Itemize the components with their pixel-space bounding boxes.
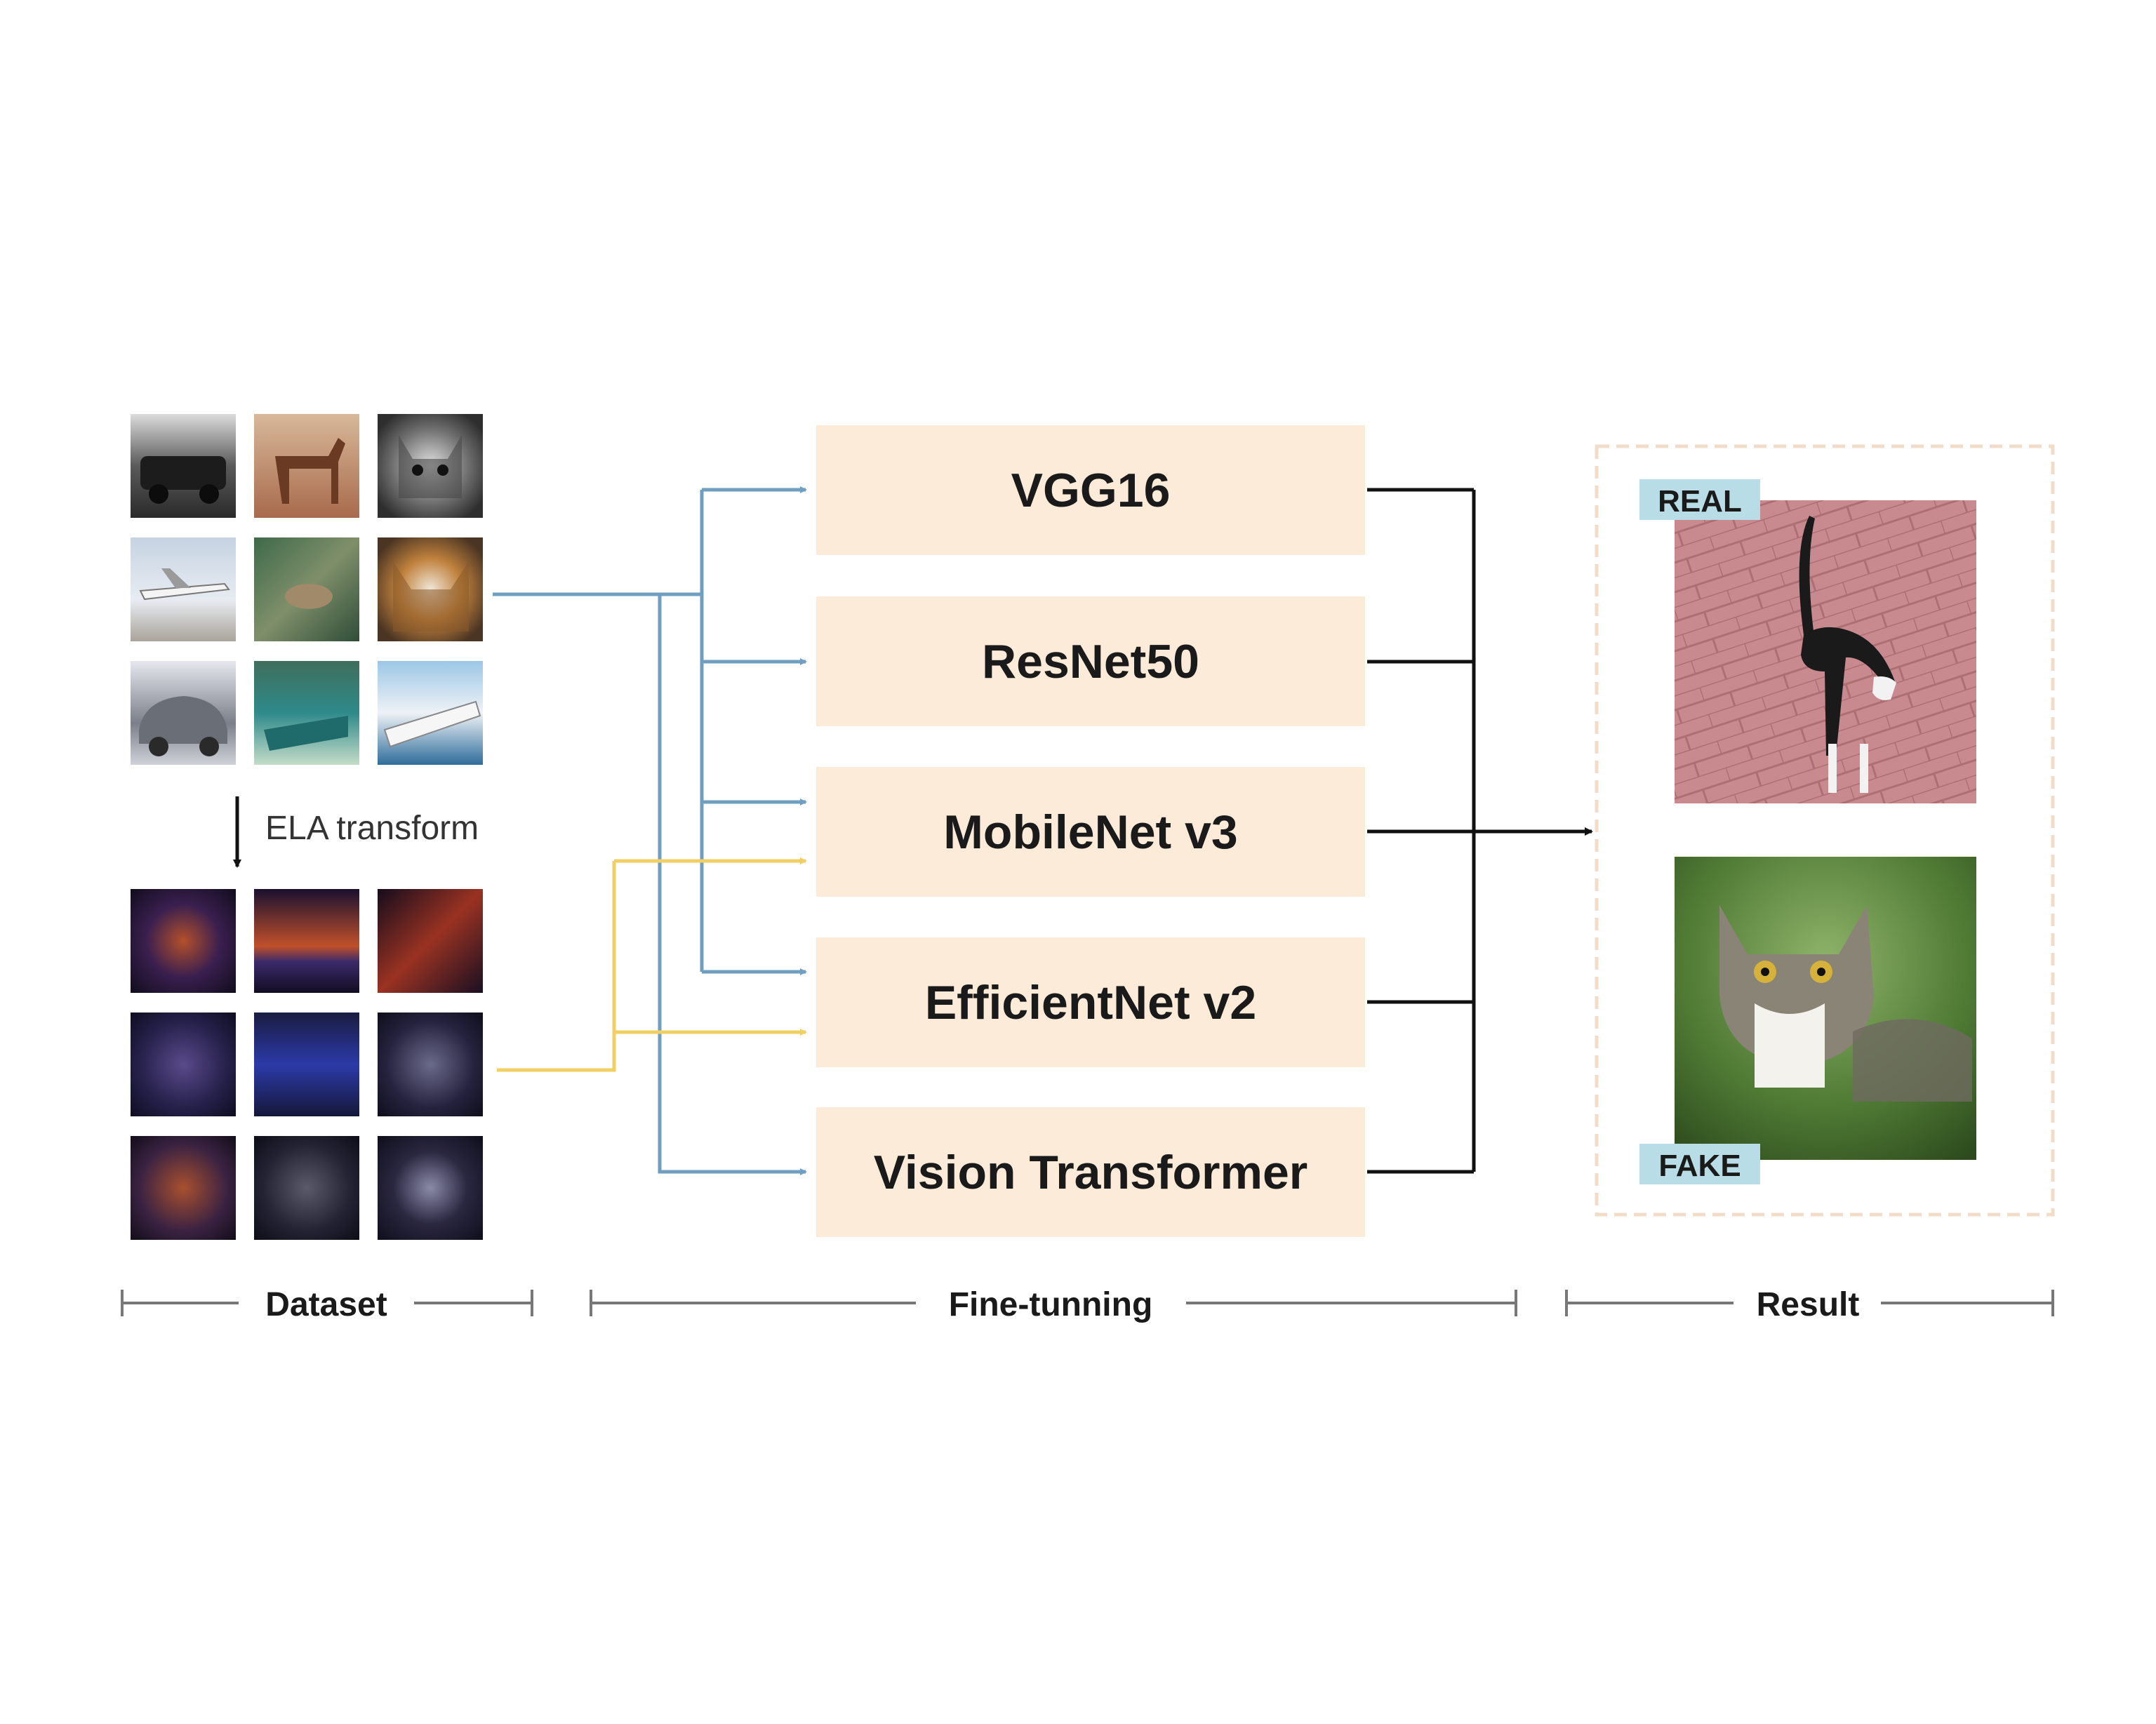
model-box-efficientnet-v2 (816, 937, 1365, 1067)
thumbnail-ship (378, 661, 483, 765)
ela-thumbnail-grid (131, 889, 483, 1240)
thumbnail-cat (378, 414, 483, 518)
model-box-vision-transformer (816, 1107, 1365, 1237)
section-label-dataset: Dataset (265, 1286, 387, 1323)
ela-thumbnail (254, 1136, 359, 1240)
model-label: ResNet50 (982, 635, 1199, 688)
fake-image (1675, 857, 1976, 1160)
ela-thumbnail (254, 1013, 359, 1116)
model-label: EfficientNet v2 (925, 976, 1256, 1029)
section-bracket-result (1565, 1290, 2054, 1316)
fake-tag-label: FAKE (1658, 1149, 1741, 1183)
model-label: MobileNet v3 (943, 806, 1237, 859)
model-label: Vision Transformer (874, 1146, 1308, 1199)
model-box-resnet50 (816, 596, 1365, 726)
section-label-fine-tuning: Fine-tunning (949, 1286, 1153, 1323)
thumbnail-horse (254, 414, 359, 518)
thumbnail-deer (254, 537, 359, 641)
result-frame (1595, 444, 2055, 1217)
model-box-vgg16 (816, 425, 1365, 555)
ela-thumbnail (131, 1013, 236, 1116)
photo-thumbnail-grid (131, 414, 483, 765)
photo-branch-vit (658, 594, 807, 1175)
thumbnail-ship (254, 661, 359, 765)
model-box-mobilenet-v3 (816, 767, 1365, 897)
output-connectors (1367, 488, 1593, 1174)
ela-thumbnail (131, 1136, 236, 1240)
photo-connectors (493, 486, 807, 1175)
thumbnail-cat (378, 537, 483, 641)
real-image (1675, 500, 1976, 803)
ela-thumbnail (254, 889, 359, 993)
section-bracket-fine-tuning (590, 1290, 1517, 1316)
ela-connectors (497, 857, 807, 1072)
real-tag-label: REAL (1658, 484, 1742, 519)
ela-thumbnail (378, 1013, 483, 1116)
thumbnail-car (131, 414, 236, 518)
ela-thumbnail (378, 1136, 483, 1240)
model-stack: VGG16 ResNet50 MobileNet v3 EfficientNet… (816, 425, 1365, 1237)
result-panel: REAL FAKE (1595, 444, 2055, 1217)
section-label-result: Result (1757, 1286, 1860, 1323)
fake-tag (1639, 1144, 1760, 1184)
thumbnail-airplane (131, 537, 236, 641)
ela-trunk (497, 861, 616, 1072)
ela-thumbnail (131, 889, 236, 993)
real-tag (1639, 479, 1760, 520)
ela-transform-label: ELA transform (265, 810, 479, 847)
thumbnail-car (131, 661, 236, 765)
model-label: VGG16 (1011, 464, 1171, 517)
ela-thumbnail (378, 889, 483, 993)
section-bracket-dataset (121, 1290, 533, 1316)
